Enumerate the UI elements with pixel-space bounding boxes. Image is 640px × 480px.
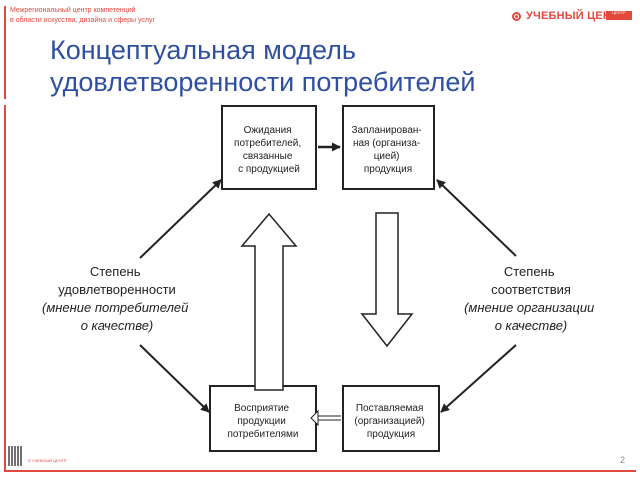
big-down-arrow	[360, 212, 414, 348]
box-perception-text: Восприятие продукции потребителями	[227, 403, 298, 440]
title-line-2: удовлетворенности потребителей	[50, 67, 476, 97]
brand-tag: ЦЕНТР	[606, 11, 632, 20]
frame-bottom-line	[4, 470, 636, 472]
arrow-left-from-perception	[139, 344, 210, 413]
brand-mark-icon	[512, 11, 521, 21]
title-line-1: Концептуальная модель	[50, 35, 356, 65]
left-label-satisfaction-note: (мнение потребителей о качестве)	[42, 300, 192, 333]
box-delivered: Поставляемая (организацией) продукция	[342, 385, 440, 452]
qr-code-icon	[8, 446, 22, 466]
box-expectations-text: Ожидания потребителей, связанные с проду…	[234, 125, 304, 175]
brand-logo: УЧЕБНЫЙ ЦЕНТР	[512, 8, 625, 24]
box-planned: Запланирован- ная (организа- цией) проду…	[342, 105, 435, 190]
box-perception: Восприятие продукции потребителями	[209, 385, 317, 452]
title-clip	[0, 99, 640, 105]
page-title: Концептуальная модель удовлетворенности …	[50, 34, 630, 98]
box-expectations: Ожидания потребителей, связанные с проду…	[221, 105, 317, 190]
organization-line-2: в области искусства, дизайна и сферы усл…	[10, 17, 156, 24]
box-planned-text: Запланирован- ная (организа- цией) проду…	[351, 125, 424, 175]
brand-name: УЧЕБНЫЙ ЦЕНТР	[526, 10, 626, 22]
organization-name: Межрегиональный центр компетенций в обла…	[10, 6, 230, 26]
arrow-right-to-planned	[436, 179, 517, 257]
footer-brand-text: © УЧЕБНЫЙ ЦЕНТР	[28, 458, 67, 463]
organization-line-1: Межрегиональный центр компетенций	[10, 7, 136, 14]
box-delivered-text: Поставляемая (организацией) продукция	[354, 403, 427, 440]
right-label-conformity: Степень соответствия	[491, 264, 571, 297]
arrow-delivered-to-perception-head	[310, 409, 319, 427]
big-up-arrow	[240, 212, 298, 391]
arrow-left-to-expectations	[139, 179, 222, 259]
arrow-right-to-delivered	[440, 344, 517, 413]
frame-left-line	[4, 6, 6, 470]
right-label-conformity-note: (мнение организации о качестве)	[464, 300, 598, 333]
left-label-satisfaction: Степень удовлетворенности	[58, 264, 176, 297]
page-number: 2	[620, 455, 626, 465]
